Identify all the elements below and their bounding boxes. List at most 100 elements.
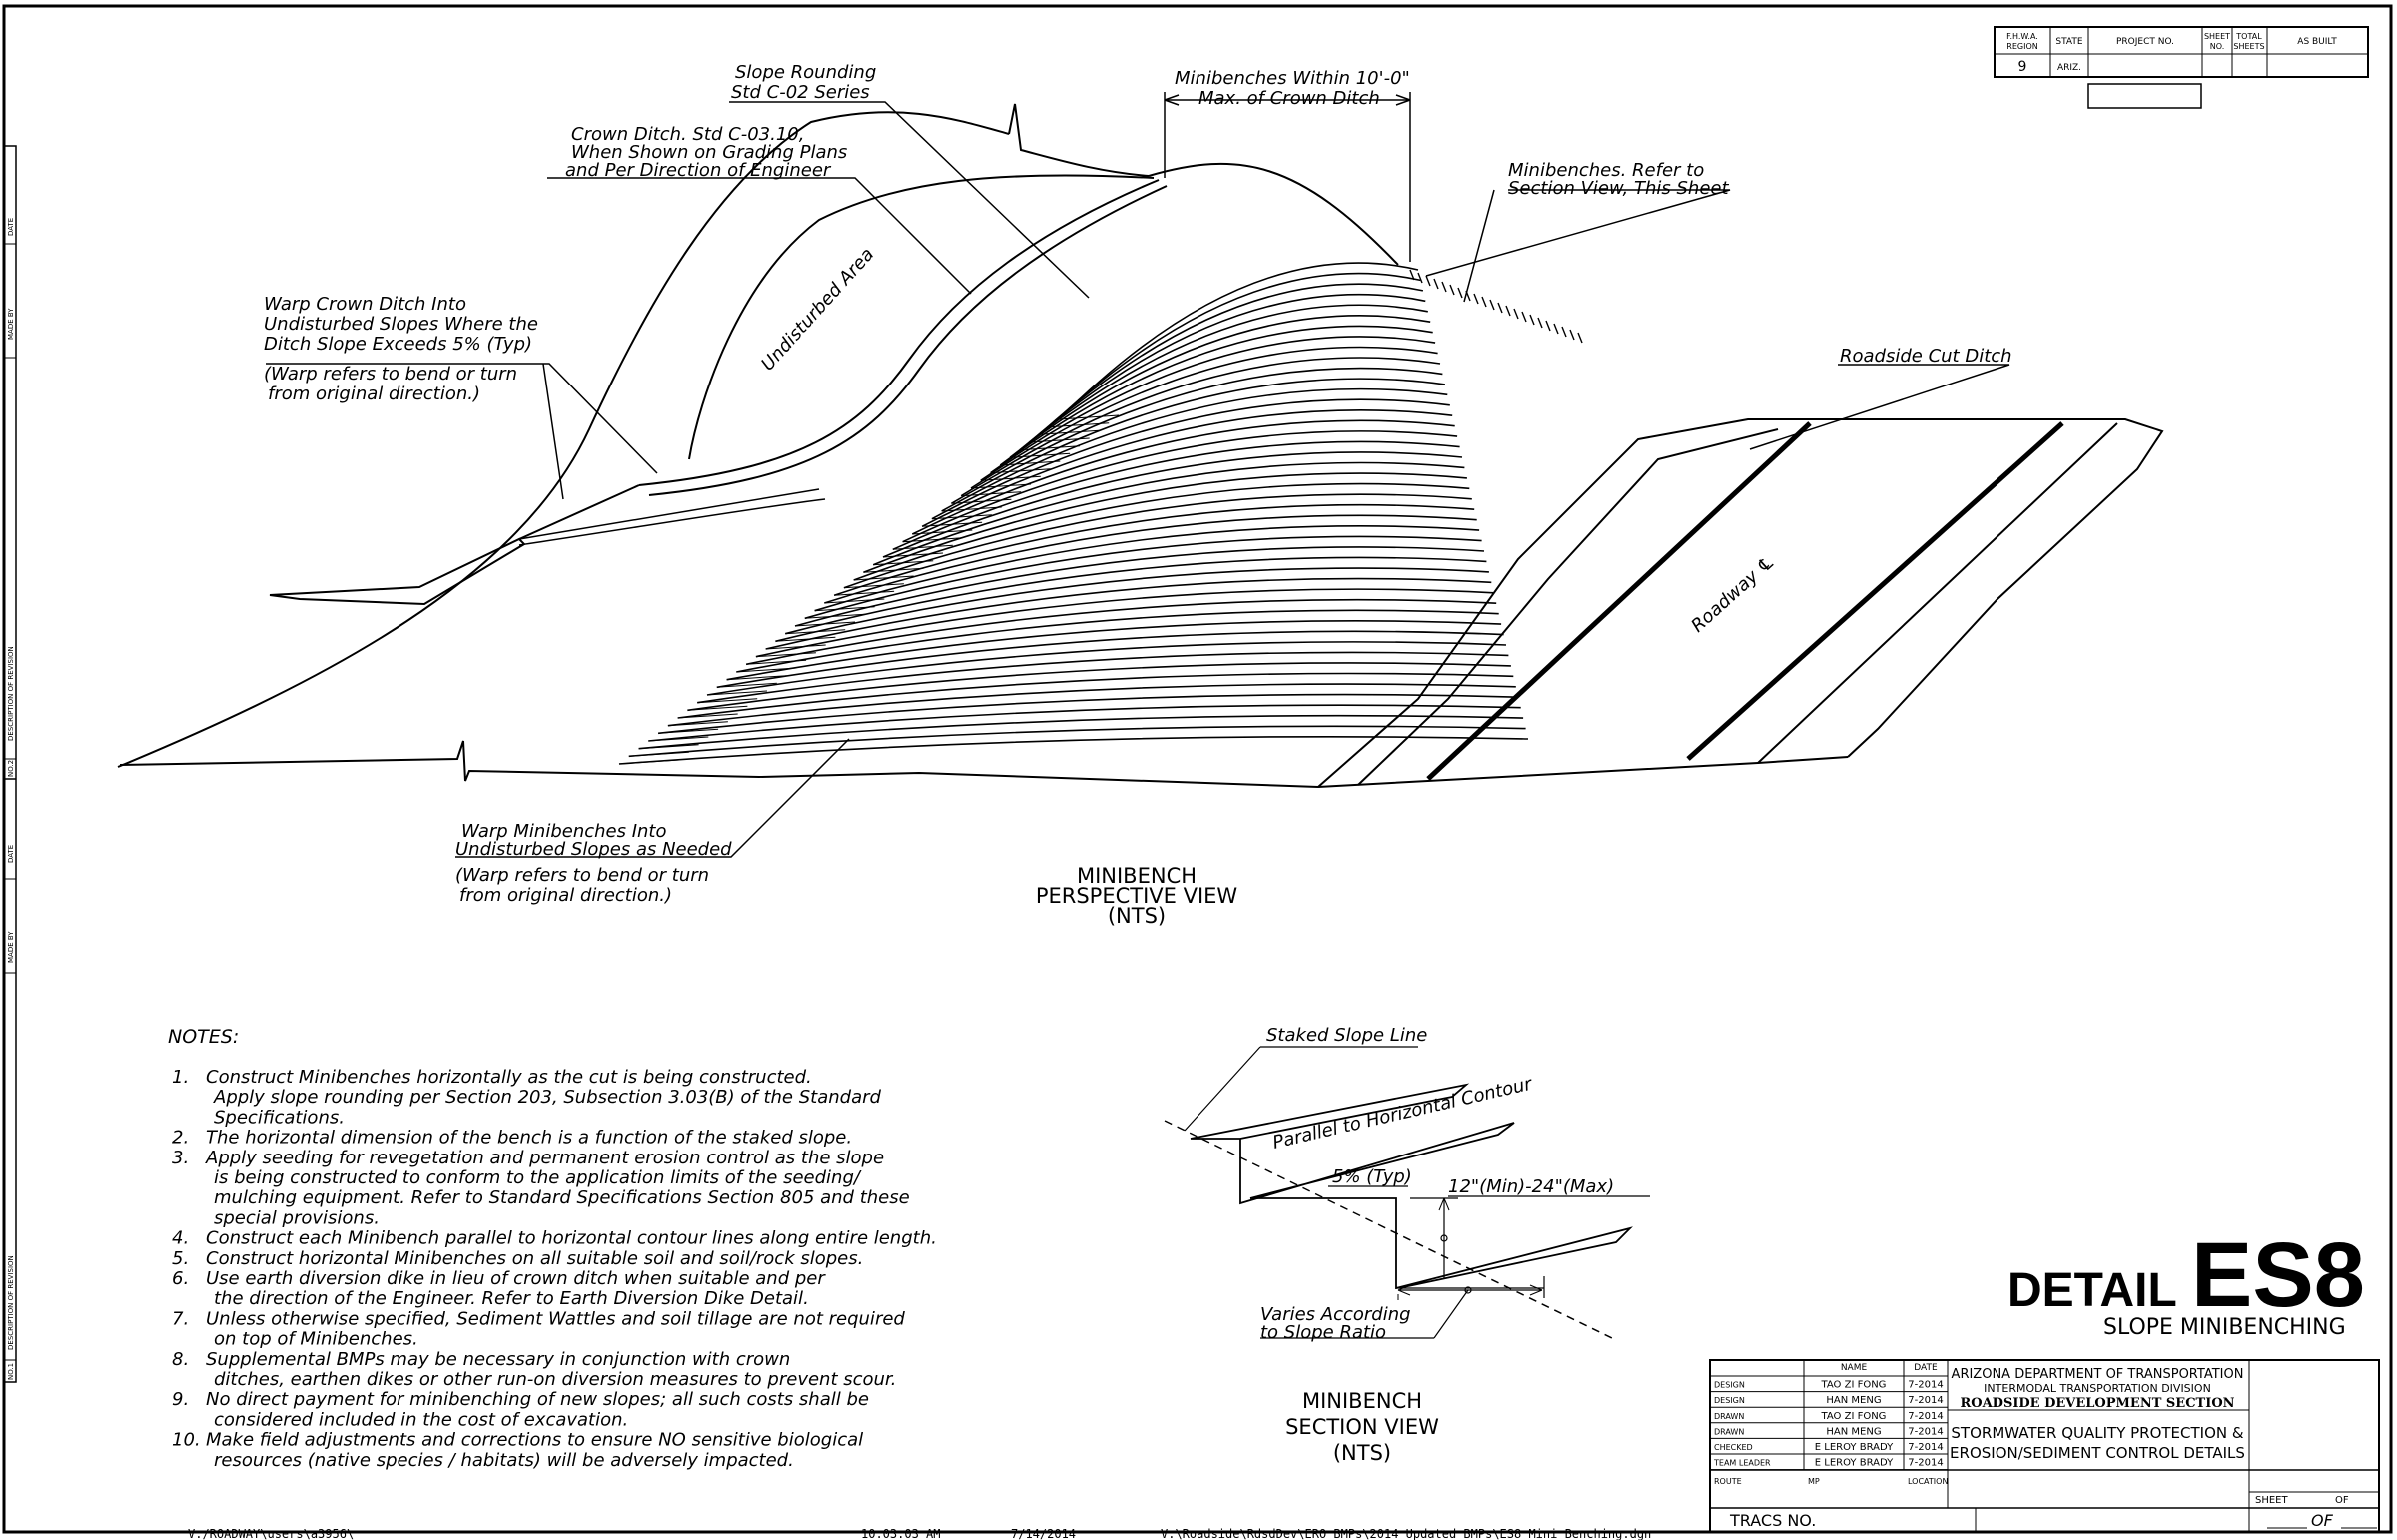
note-number: 5. xyxy=(172,1248,189,1269)
note-text: Construct horizontal Minibenches on all … xyxy=(206,1248,863,1269)
crest-tick xyxy=(1513,308,1519,320)
title-block-date: 7-2014 xyxy=(1908,1395,1943,1406)
hdr-asbuilt: AS BUILT xyxy=(2297,37,2337,47)
minibench-line xyxy=(931,398,1450,520)
minibench-line xyxy=(833,503,1475,597)
lbl-warp-crown-1: Warp Crown Ditch Into xyxy=(264,294,466,315)
lbl-slope-rounding-2: Std C-02 Series xyxy=(731,82,870,103)
note-number: 6. xyxy=(172,1268,189,1289)
note-text: the direction of the Engineer. Refer to … xyxy=(214,1288,809,1309)
minibench-step xyxy=(853,575,914,581)
minibench-line xyxy=(755,588,1494,658)
minibench-lines xyxy=(618,262,1583,765)
tb-col-name: NAME xyxy=(1841,1363,1868,1373)
road-shoulder-right xyxy=(1757,422,2118,764)
minibench-line xyxy=(658,693,1519,735)
minibench-line xyxy=(882,451,1463,558)
minibench-line xyxy=(638,714,1524,750)
lbl-warp-minibenches-2: Undisturbed Slopes as Needed xyxy=(455,839,732,860)
note-number: 3. xyxy=(172,1148,189,1168)
footer-time: 10:03:03 AM xyxy=(861,1527,940,1540)
minibench-step xyxy=(941,506,1002,512)
strip-no-1: NO.2 xyxy=(7,760,15,777)
road-edge-thick-left xyxy=(1426,421,1812,781)
note-text: Apply seeding for revegetation and perma… xyxy=(205,1148,884,1168)
minibench-line xyxy=(794,546,1485,627)
note-number: 8. xyxy=(172,1349,189,1370)
minibench-step xyxy=(755,652,816,658)
hdr-sheet: SHEET xyxy=(2204,32,2230,41)
minibench-line xyxy=(902,430,1458,543)
crest-tick xyxy=(1489,299,1495,311)
strip-madeby-1: MADE BY xyxy=(7,308,15,340)
title-block-name: E LEROY BRADY xyxy=(1815,1442,1894,1453)
note-text: special provisions. xyxy=(214,1207,380,1228)
note-text: Unless otherwise specified, Sediment Wat… xyxy=(206,1308,905,1329)
hdr-region-value: 9 xyxy=(2018,59,2027,75)
minibench-line xyxy=(687,662,1511,712)
minibench-line xyxy=(628,725,1526,758)
tb-route: ROUTE xyxy=(1714,1477,1742,1486)
footer: V:/ROADWAY\users\a3956\ 10:03:03 AM 7/14… xyxy=(188,1527,1651,1540)
note-text: Use earth diversion dike in lieu of crow… xyxy=(206,1268,826,1289)
hdr-project: PROJECT NO. xyxy=(2116,37,2174,47)
minibench-line xyxy=(941,387,1448,512)
sec-varies-2: to Slope Ratio xyxy=(1260,1322,1386,1343)
minibench-step xyxy=(667,721,728,727)
lbl-minibenches-within-1: Minibenches Within 10'-0" xyxy=(1175,68,1410,89)
minibench-line xyxy=(1058,262,1419,420)
note-text: Construct each Minibench parallel to hor… xyxy=(206,1228,937,1249)
minibench-line xyxy=(853,482,1470,581)
strip-no-2: NO.1 xyxy=(7,1363,15,1380)
undisturbed-boundary xyxy=(688,174,1155,460)
minibench-step xyxy=(931,514,992,520)
lbl-minibenches-refer-1: Minibenches. Refer to xyxy=(1508,160,1704,181)
lbl-warp-crown-3: Ditch Slope Exceeds 5% (Typ) xyxy=(264,334,532,355)
strip-date-1: DATE xyxy=(7,218,15,236)
strip-madeby-2: MADE BY xyxy=(7,931,15,963)
section-view: Staked Slope Line Parallel to Horizontal… xyxy=(1164,1025,1650,1465)
minibench-line xyxy=(1009,315,1431,458)
note-text: ditches, earthen dikes or other run-on d… xyxy=(214,1369,896,1390)
detail-word: DETAIL xyxy=(2007,1264,2177,1317)
note-text: Construct Minibenches horizontally as th… xyxy=(206,1067,812,1088)
lbl-roadside-cut-ditch: Roadside Cut Ditch xyxy=(1840,346,2012,367)
minibench-line xyxy=(960,367,1443,497)
minibench-step xyxy=(638,744,699,750)
minibench-line xyxy=(706,641,1507,696)
header-block: F.H.W.A. REGION STATE PROJECT NO. SHEET … xyxy=(1994,26,2369,109)
section-title-3: (NTS) xyxy=(1333,1441,1391,1465)
crest-tick xyxy=(1417,272,1423,284)
minibench-line xyxy=(1038,283,1424,435)
lbl-crown-ditch-3: and Per Direction of Engineer xyxy=(565,160,832,181)
lbl-crown-ditch-2: When Shown on Grading Plans xyxy=(571,142,847,163)
minibench-step xyxy=(843,583,904,589)
tb-agency-1: ARIZONA DEPARTMENT OF TRANSPORTATION xyxy=(1952,1367,2244,1382)
minibench-line xyxy=(999,325,1433,466)
hdr-region-2: REGION xyxy=(2006,42,2037,51)
note-text: Make field adjustments and corrections t… xyxy=(206,1430,863,1451)
tb-agency-3: ROADSIDE DEVELOPMENT SECTION xyxy=(1960,1396,2234,1411)
sec-slope-pct: 5% (Typ) xyxy=(1332,1166,1412,1187)
sec-height: 12"(Min)-24"(Max) xyxy=(1448,1176,1614,1197)
sec-varies-1: Varies According xyxy=(1260,1304,1411,1325)
perspective-title-1: MINIBENCH xyxy=(1077,864,1197,888)
lbl-roadway-cl: Roadway ℄ xyxy=(1687,551,1779,636)
minibench-step xyxy=(687,705,748,711)
crest-tick xyxy=(1457,287,1463,299)
minibench-step xyxy=(697,698,758,704)
footer-path1: V:/ROADWAY\users\a3956\ xyxy=(188,1527,354,1540)
minibench-line xyxy=(765,577,1492,650)
tb-of-fill: OF xyxy=(2311,1511,2334,1530)
title-block-role: DRAWN xyxy=(1714,1427,1744,1436)
hdr-state-value: ARIZ. xyxy=(2057,63,2081,73)
tb-drawing-title-1: STORMWATER QUALITY PROTECTION & xyxy=(1951,1424,2243,1442)
note-number: 1. xyxy=(172,1067,189,1088)
crest-tick xyxy=(1505,305,1511,317)
minibench-step xyxy=(726,675,787,681)
notes-list: 1. Construct Minibenches horizontally as … xyxy=(172,1067,937,1471)
minibench-line xyxy=(892,440,1460,551)
crest-tick xyxy=(1481,296,1487,308)
